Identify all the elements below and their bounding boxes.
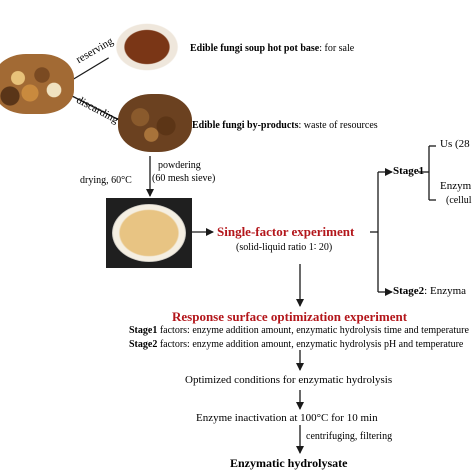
arrow-discarding <box>71 95 128 125</box>
powdering-label: powdering <box>158 160 201 171</box>
byproduct-title: Edible fungi by-products <box>192 120 299 131</box>
ratio-label: (solid-liquid ratio 1∶ 20) <box>236 242 333 253</box>
fungi-by-products-image <box>118 94 192 152</box>
hotpot-caption: Edible fungi soup hot pot base: for sale <box>190 43 354 54</box>
hotpot-title: Edible fungi soup hot pot base <box>190 43 320 54</box>
stage1-factors: Stage1 factors: enzyme addition amount, … <box>129 325 469 336</box>
drying-label: drying, 60°C <box>80 175 132 186</box>
powder-dish-image <box>106 198 192 268</box>
byproduct-suffix: : waste of resources <box>298 120 378 131</box>
inactivation-label: Enzyme inactivation at 100°C for 10 min <box>196 412 378 424</box>
byproduct-caption: Edible fungi by-products: waste of resou… <box>192 120 378 131</box>
hot-pot-soup-image <box>106 16 188 78</box>
single-factor-title: Single-factor experiment <box>217 224 355 239</box>
us-label: Us (28 <box>440 138 470 150</box>
hotpot-suffix: : for sale <box>319 43 355 54</box>
stage2-text: : Enzyma <box>424 285 467 297</box>
enzym-label: Enzym <box>440 180 472 192</box>
stage1-factors-label: Stage1 <box>129 325 158 336</box>
rso-title: Response surface optimization experiment <box>172 309 408 324</box>
centrifuging-label: centrifuging, filtering <box>306 431 393 442</box>
mushroom-pile-image <box>0 54 74 114</box>
stage1-factors-text: factors: enzyme addition amount, enzymat… <box>157 325 469 336</box>
stage2-factors-label: Stage2 <box>129 339 158 350</box>
stage2-branch: Stage2: Enzyma <box>393 285 466 297</box>
stage2-label: Stage2 <box>393 285 425 297</box>
hydrolysate-label: Enzymatic hydrolysate <box>230 456 348 470</box>
cellul-label: (cellul <box>446 195 472 206</box>
stage1-label: Stage1 <box>393 165 425 177</box>
stage2-factors: Stage2 factors: enzyme addition amount, … <box>129 339 463 350</box>
sieve-label: (60 mesh sieve) <box>152 173 216 184</box>
stage2-factors-text: factors: enzyme addition amount, enzymat… <box>157 339 464 350</box>
optimized-label: Optimized conditions for enzymatic hydro… <box>185 374 393 386</box>
